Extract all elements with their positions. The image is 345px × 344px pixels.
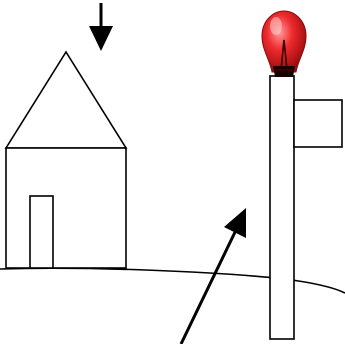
house	[4, 50, 128, 269]
house-body	[5, 147, 127, 269]
signpost	[269, 75, 343, 340]
house-roof	[4, 50, 128, 149]
light-bulb-icon	[261, 10, 307, 77]
house-door	[29, 195, 54, 269]
signpost-board	[293, 99, 343, 148]
arrow-down-icon	[89, 3, 113, 51]
bulb-highlight	[270, 17, 282, 35]
bulb-filament	[280, 39, 288, 71]
bulb-base	[273, 66, 295, 77]
arrow-up-right-icon	[179, 208, 246, 344]
signpost-pole	[269, 75, 295, 340]
